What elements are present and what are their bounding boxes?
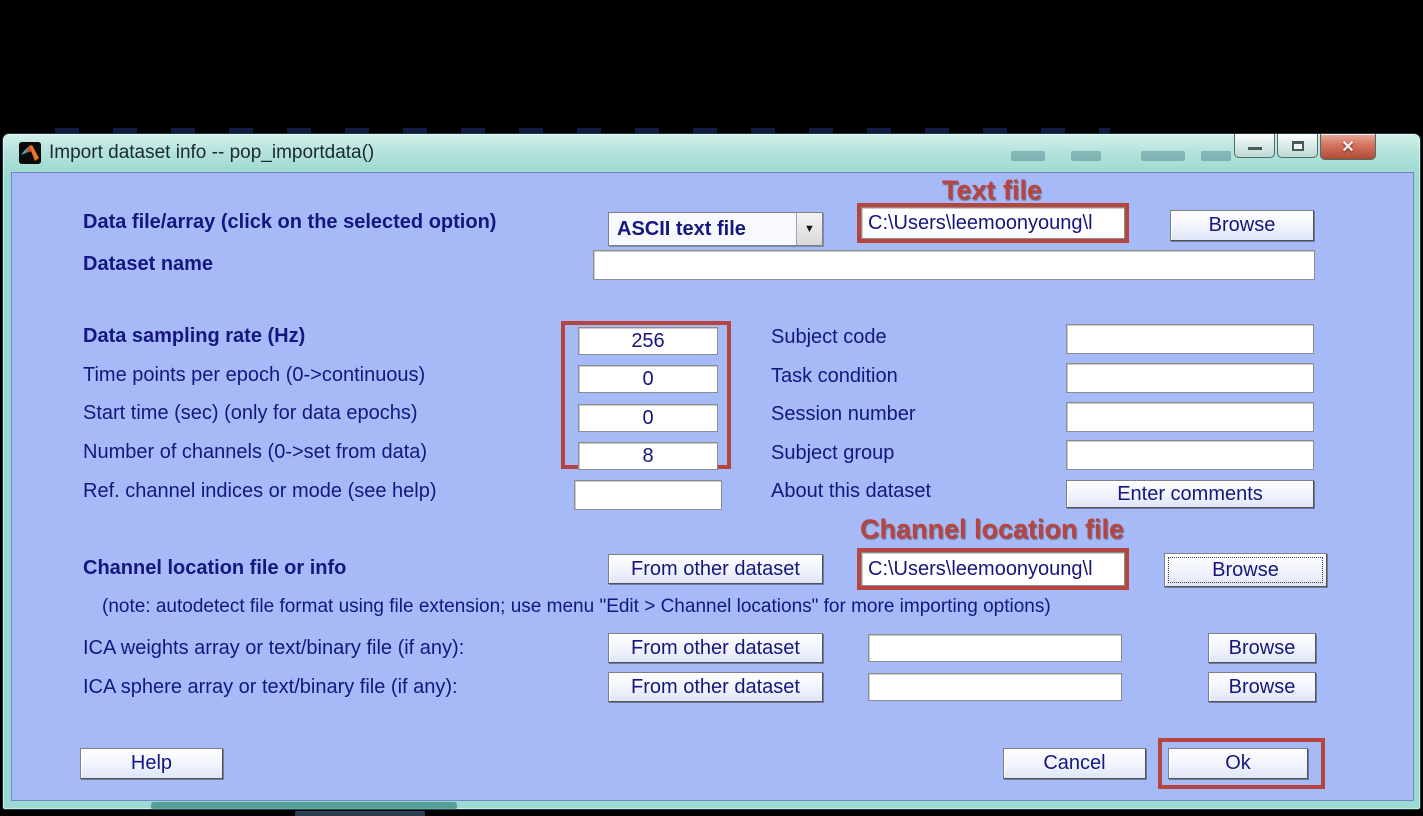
background-menu-remnant <box>55 128 1110 133</box>
data-file-label: Data file/array (click on the selected o… <box>83 211 497 233</box>
start-time-input[interactable] <box>578 404 718 432</box>
ica-weights-from-other-button[interactable]: From other dataset <box>608 633 823 663</box>
title-bar[interactable]: Import dataset info -- pop_importdata() … <box>3 134 1420 172</box>
chevron-down-icon: ▼ <box>796 213 822 245</box>
ica-sphere-browse-button[interactable]: Browse <box>1208 672 1316 702</box>
start-time-label: Start time (sec) (only for data epochs) <box>83 402 418 424</box>
time-points-input[interactable] <box>578 365 718 393</box>
channel-from-other-dataset-button[interactable]: From other dataset <box>608 554 823 584</box>
time-points-label: Time points per epoch (0->continuous) <box>83 364 426 386</box>
ok-button[interactable]: Ok <box>1168 748 1308 779</box>
ghost-menu-smudge <box>1011 151 1045 161</box>
cancel-button[interactable]: Cancel <box>1003 748 1146 779</box>
dialog-content: Text file Data file/array (click on the … <box>11 172 1414 801</box>
ok-highlight <box>1158 738 1325 789</box>
session-number-input[interactable] <box>1066 402 1314 432</box>
ghost-menu-smudge <box>1141 151 1185 161</box>
channel-path-highlight <box>857 548 1129 590</box>
ref-channel-label: Ref. channel indices or mode (see help) <box>83 480 437 502</box>
annotation-text-file: Text file <box>941 175 1043 205</box>
dataset-name-label: Dataset name <box>83 253 214 275</box>
data-file-browse-button[interactable]: Browse <box>1170 210 1314 241</box>
about-dataset-label: About this dataset <box>771 480 932 502</box>
data-format-value: ASCII text file <box>617 217 746 240</box>
import-dataset-dialog: Import dataset info -- pop_importdata() … <box>2 133 1421 810</box>
subject-group-input[interactable] <box>1066 440 1314 470</box>
num-channels-label: Number of channels (0->set from data) <box>83 441 428 463</box>
ica-weights-browse-button[interactable]: Browse <box>1208 633 1316 663</box>
matlab-icon <box>19 142 41 164</box>
maximize-button[interactable] <box>1277 134 1318 158</box>
window-title: Import dataset info -- pop_importdata() <box>49 142 375 163</box>
ica-sphere-from-other-button[interactable]: From other dataset <box>608 672 823 702</box>
enter-comments-button[interactable]: Enter comments <box>1066 480 1314 508</box>
sampling-rate-label: Data sampling rate (Hz) <box>83 325 306 347</box>
sampling-rate-input[interactable] <box>578 327 718 355</box>
subject-code-input[interactable] <box>1066 324 1314 354</box>
minimize-icon <box>1247 147 1262 150</box>
channel-browse-button[interactable]: Browse <box>1164 553 1327 587</box>
ica-sphere-input[interactable] <box>868 673 1122 701</box>
ghost-menu-smudge <box>1201 151 1231 161</box>
autodetect-note: (note: autodetect file format using file… <box>102 596 1051 617</box>
ica-weights-label: ICA weights array or text/binary file (i… <box>83 637 465 659</box>
window-controls: ✕ <box>1234 134 1376 160</box>
ica-weights-input[interactable] <box>868 634 1122 662</box>
dataset-name-input[interactable] <box>593 250 1315 280</box>
data-format-dropdown[interactable]: ASCII text file ▼ <box>608 212 823 246</box>
help-button[interactable]: Help <box>80 748 223 779</box>
maximize-icon <box>1291 140 1304 151</box>
subject-group-label: Subject group <box>771 442 895 464</box>
ghost-menu-smudge <box>1071 151 1101 161</box>
channel-location-label: Channel location file or info <box>83 557 347 579</box>
background-window-fragment <box>295 811 425 816</box>
minimize-button[interactable] <box>1234 134 1275 158</box>
ref-channel-input[interactable] <box>574 480 722 510</box>
session-number-label: Session number <box>771 403 916 425</box>
annotation-channel-location: Channel location file <box>859 514 1125 544</box>
task-condition-label: Task condition <box>771 365 898 387</box>
close-button[interactable]: ✕ <box>1320 134 1376 160</box>
ica-sphere-label: ICA sphere array or text/binary file (if… <box>83 676 458 698</box>
task-condition-input[interactable] <box>1066 363 1314 393</box>
num-channels-input[interactable] <box>578 442 718 470</box>
channel-path-input[interactable] <box>861 552 1125 586</box>
subject-code-label: Subject code <box>771 326 887 348</box>
data-file-path-input[interactable] <box>861 207 1125 239</box>
close-icon: ✕ <box>1341 138 1355 156</box>
data-file-path-highlight <box>857 203 1129 243</box>
frame-shade <box>151 802 457 810</box>
